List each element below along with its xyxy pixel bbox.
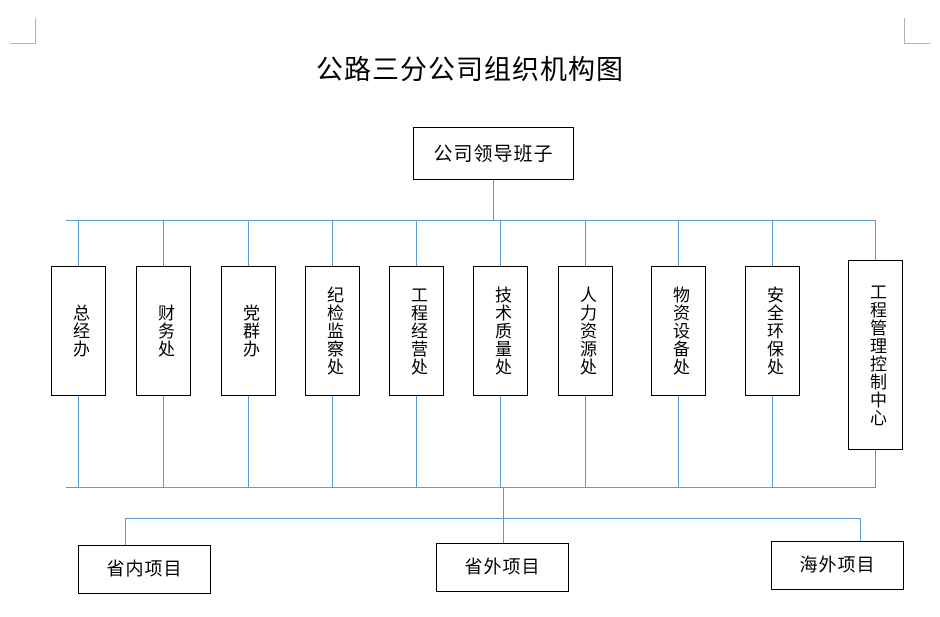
connector-top-drop-5: [416, 220, 417, 267]
connector-bottom-riser-10: [875, 450, 876, 488]
node-label: 总经办: [69, 304, 89, 358]
page-title: 公路三分公司组织机构图: [316, 55, 624, 86]
node-label: 海外项目: [799, 555, 876, 576]
crop-mark-top-left: [10, 18, 36, 44]
node-label: 物资设备处: [669, 286, 689, 376]
connector-bottom-riser-3: [248, 396, 249, 488]
node-department-engineering-operations[interactable]: 工程经营处: [389, 266, 444, 396]
node-department-materials-equipment[interactable]: 物资设备处: [651, 266, 706, 396]
node-label: 安全环保处: [763, 286, 783, 376]
connector-bottom-riser-7: [585, 396, 586, 488]
connector-bottom-riser-1: [78, 396, 79, 488]
connector-top-bus: [66, 220, 876, 221]
connector-project-drop-3: [860, 518, 861, 542]
node-label: 技术质量处: [491, 286, 511, 376]
connector-top-drop-6: [500, 220, 501, 267]
node-department-discipline-inspection[interactable]: 纪检监察处: [305, 266, 360, 396]
node-project-in-province[interactable]: 省内项目: [78, 545, 211, 594]
connector-top-drop-1: [78, 220, 79, 267]
connector-bottom-riser-9: [772, 396, 773, 488]
connector-project-stem: [503, 487, 504, 519]
node-label: 党群办: [239, 304, 259, 358]
node-label: 人力资源处: [576, 286, 596, 376]
node-department-technical-quality[interactable]: 技术质量处: [473, 266, 528, 396]
connector-top-drop-3: [248, 220, 249, 267]
connector-root-stem: [493, 180, 494, 221]
connector-top-drop-10: [875, 220, 876, 261]
node-department-party-affairs[interactable]: 党群办: [221, 266, 276, 396]
node-label: 纪检监察处: [323, 286, 343, 376]
connector-top-drop-4: [332, 220, 333, 267]
crop-mark-top-right: [904, 18, 930, 44]
node-project-out-of-province[interactable]: 省外项目: [436, 543, 569, 592]
connector-project-drop-1: [125, 518, 126, 546]
connector-bottom-riser-2: [163, 396, 164, 488]
node-department-finance[interactable]: 财务处: [136, 266, 191, 396]
connector-bottom-bus: [66, 487, 876, 488]
node-label: 省外项目: [464, 557, 541, 578]
node-department-human-resources[interactable]: 人力资源处: [558, 266, 613, 396]
connector-bottom-riser-5: [416, 396, 417, 488]
connector-top-drop-7: [585, 220, 586, 267]
connector-bottom-riser-4: [332, 396, 333, 488]
node-label: 省内项目: [106, 559, 183, 580]
connector-top-drop-9: [772, 220, 773, 267]
connector-bottom-riser-8: [678, 396, 679, 488]
connector-top-drop-2: [163, 220, 164, 267]
connector-bottom-riser-6: [500, 396, 501, 488]
connector-project-bus: [125, 518, 861, 519]
connector-top-drop-8: [678, 220, 679, 267]
node-department-engineering-management-control-center[interactable]: 工程管理控制中心: [848, 260, 903, 450]
node-department-safety-environment[interactable]: 安全环保处: [745, 266, 800, 396]
node-label: 财务处: [154, 304, 174, 358]
node-department-general-office[interactable]: 总经办: [51, 266, 106, 396]
node-label: 工程管理控制中心: [866, 283, 886, 427]
node-project-overseas[interactable]: 海外项目: [771, 541, 904, 590]
connector-project-drop-2: [503, 518, 504, 544]
node-company-leadership[interactable]: 公司领导班子: [413, 127, 574, 180]
node-label: 工程经营处: [407, 286, 427, 376]
node-label: 公司领导班子: [433, 142, 554, 165]
